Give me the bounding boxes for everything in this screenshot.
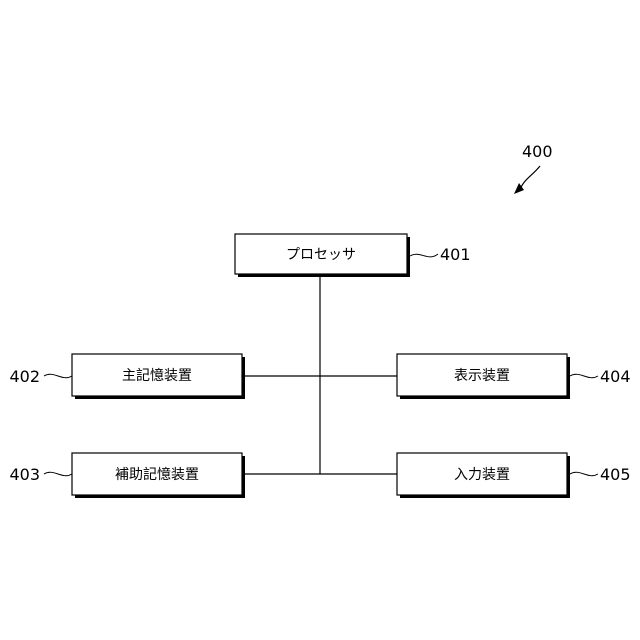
figure-ref-label: 400 (522, 142, 553, 161)
input-ref-label: 405 (600, 465, 631, 484)
processor-block-label: プロセッサ (286, 247, 356, 263)
aux-memory-ref-leader (44, 472, 72, 475)
main-memory-block-label: 主記憶装置 (122, 367, 192, 384)
figure-ref-arrow (520, 166, 540, 190)
display-block-label: 表示装置 (454, 368, 510, 384)
display-block: 表示装置 (397, 354, 570, 399)
aux-memory-block-label: 補助記憶装置 (115, 466, 199, 483)
aux-memory-ref-label: 403 (9, 465, 40, 484)
processor-block: プロセッサ (235, 234, 410, 277)
input-ref-leader (570, 472, 598, 475)
main-memory-ref-leader (44, 374, 72, 377)
main-memory-ref-label: 402 (9, 367, 40, 386)
display-ref-label: 404 (600, 367, 631, 386)
processor-ref-label: 401 (440, 245, 471, 264)
display-ref-leader (570, 374, 598, 377)
processor-ref-leader (410, 254, 438, 257)
main-memory-block: 主記憶装置 (72, 354, 245, 399)
input-block-label: 入力装置 (454, 467, 510, 483)
aux-memory-block: 補助記憶装置 (72, 453, 245, 498)
input-block: 入力装置 (397, 453, 570, 498)
bus-lines (242, 276, 397, 474)
